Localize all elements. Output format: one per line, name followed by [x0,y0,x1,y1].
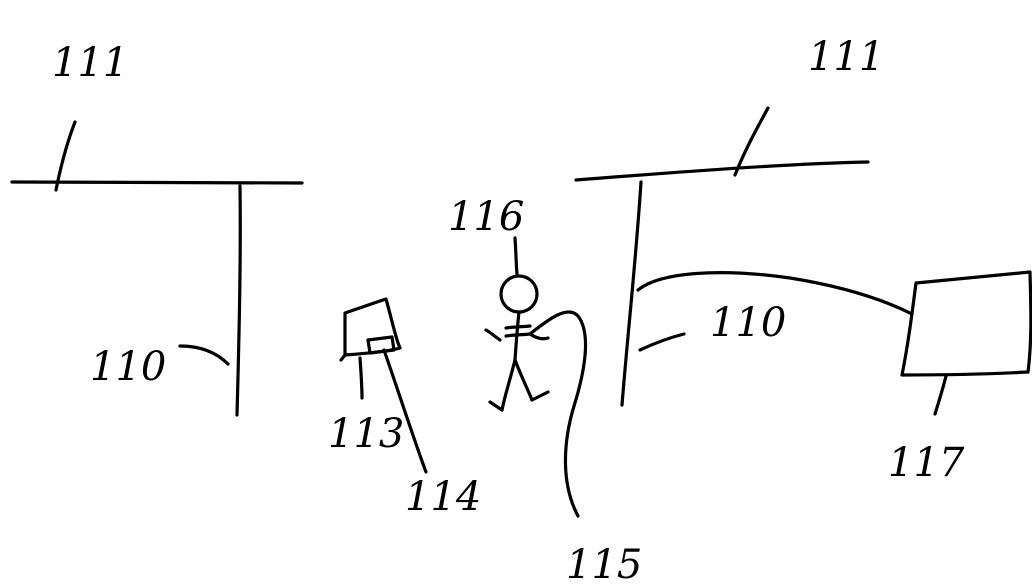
label-tether-115: 115 [566,542,642,585]
label-left-post-110: 110 [90,344,166,390]
label-right-post-110: 110 [710,300,786,346]
large-unit [900,270,1032,377]
label-large-unit-117: 117 [888,440,965,486]
left-overhead-leader-line [54,120,77,192]
right-overhead-leader-line [733,106,770,177]
connection-cable [636,271,914,316]
right-post [620,180,643,407]
left-post-leader-line [178,344,230,366]
small-device [339,297,402,362]
person-figure [484,274,550,412]
small-device-leader-114 [382,348,428,474]
label-right-overhead-111: 111 [808,34,884,80]
left-overhead-beam [10,180,304,185]
tether-cable [528,310,588,518]
large-unit-leader-line [933,374,948,416]
small-device-leader-113 [358,356,364,400]
right-overhead-beam [574,160,870,182]
left-post [235,184,242,417]
label-left-overhead-111: 111 [52,40,128,86]
label-small-device-part-114: 114 [405,474,481,520]
person-leader-line [513,236,519,276]
label-small-device-113: 113 [328,411,404,457]
label-person-116: 116 [448,194,524,240]
right-post-leader-line [638,332,686,352]
